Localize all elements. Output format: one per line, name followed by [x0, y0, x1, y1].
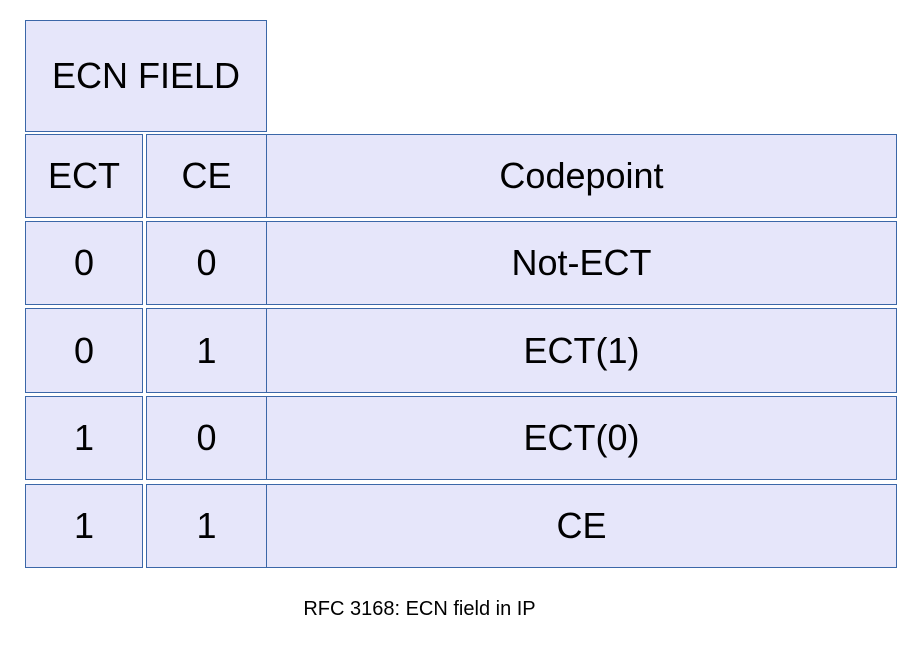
row-3-ce: 1: [146, 484, 267, 568]
row-1-ce: 1: [146, 308, 267, 393]
ecn-field-title: ECN FIELD: [25, 20, 267, 132]
header-codepoint: Codepoint: [266, 134, 897, 218]
row-1-ect: 0: [25, 308, 143, 393]
header-ect: ECT: [25, 134, 143, 218]
row-0-ce: 0: [146, 221, 267, 305]
row-0-ect: 0: [25, 221, 143, 305]
row-0-codepoint: Not-ECT: [266, 221, 897, 305]
figure-caption: RFC 3168: ECN field in IP: [303, 598, 536, 620]
row-2-codepoint: ECT(0): [266, 396, 897, 480]
row-3-codepoint: CE: [266, 484, 897, 568]
row-3-ect: 1: [25, 484, 143, 568]
row-2-ce: 0: [146, 396, 267, 480]
row-1-codepoint: ECT(1): [266, 308, 897, 393]
header-ce: CE: [146, 134, 267, 218]
row-2-ect: 1: [25, 396, 143, 480]
